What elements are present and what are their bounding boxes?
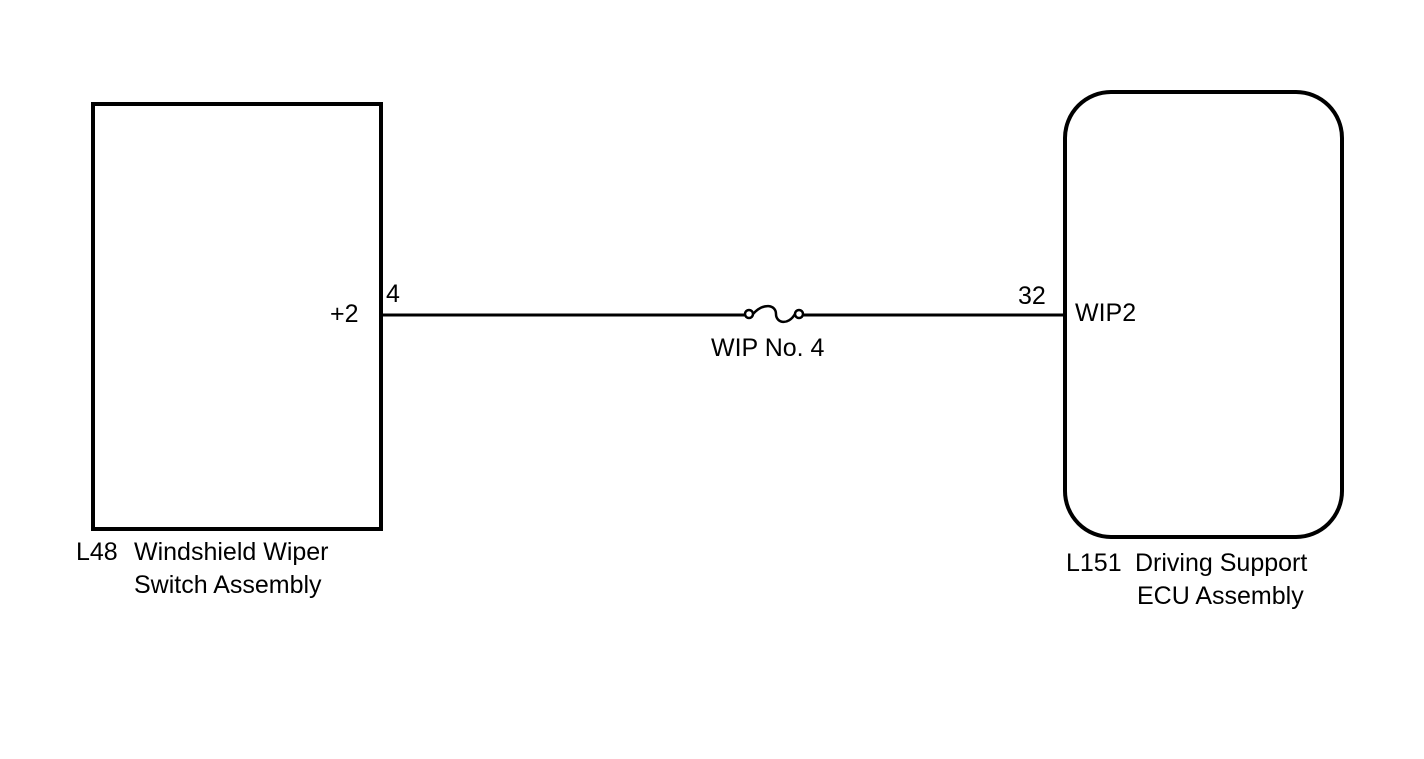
- right-component-name-line2: ECU Assembly: [1137, 582, 1304, 610]
- right-component-id: L151: [1066, 549, 1122, 577]
- left-component-id: L48: [76, 538, 118, 566]
- fuse-element: [752, 304, 797, 324]
- left-component-name-line2: Switch Assembly: [134, 571, 322, 599]
- left-terminal-name: +2: [330, 300, 359, 328]
- fuse-symbol: [743, 304, 805, 324]
- fuse-terminal-left: [743, 308, 755, 320]
- right-component-name-line1: Driving Support: [1135, 549, 1308, 577]
- right-terminal-name: WIP2: [1075, 299, 1137, 327]
- right-pin-number: 32: [1018, 282, 1046, 310]
- fuse-terminal-right: [793, 308, 805, 320]
- fuse-label: WIP No. 4: [711, 334, 825, 362]
- left-pin-number: 4: [386, 280, 400, 308]
- left-component-name-line1: Windshield Wiper: [134, 538, 329, 566]
